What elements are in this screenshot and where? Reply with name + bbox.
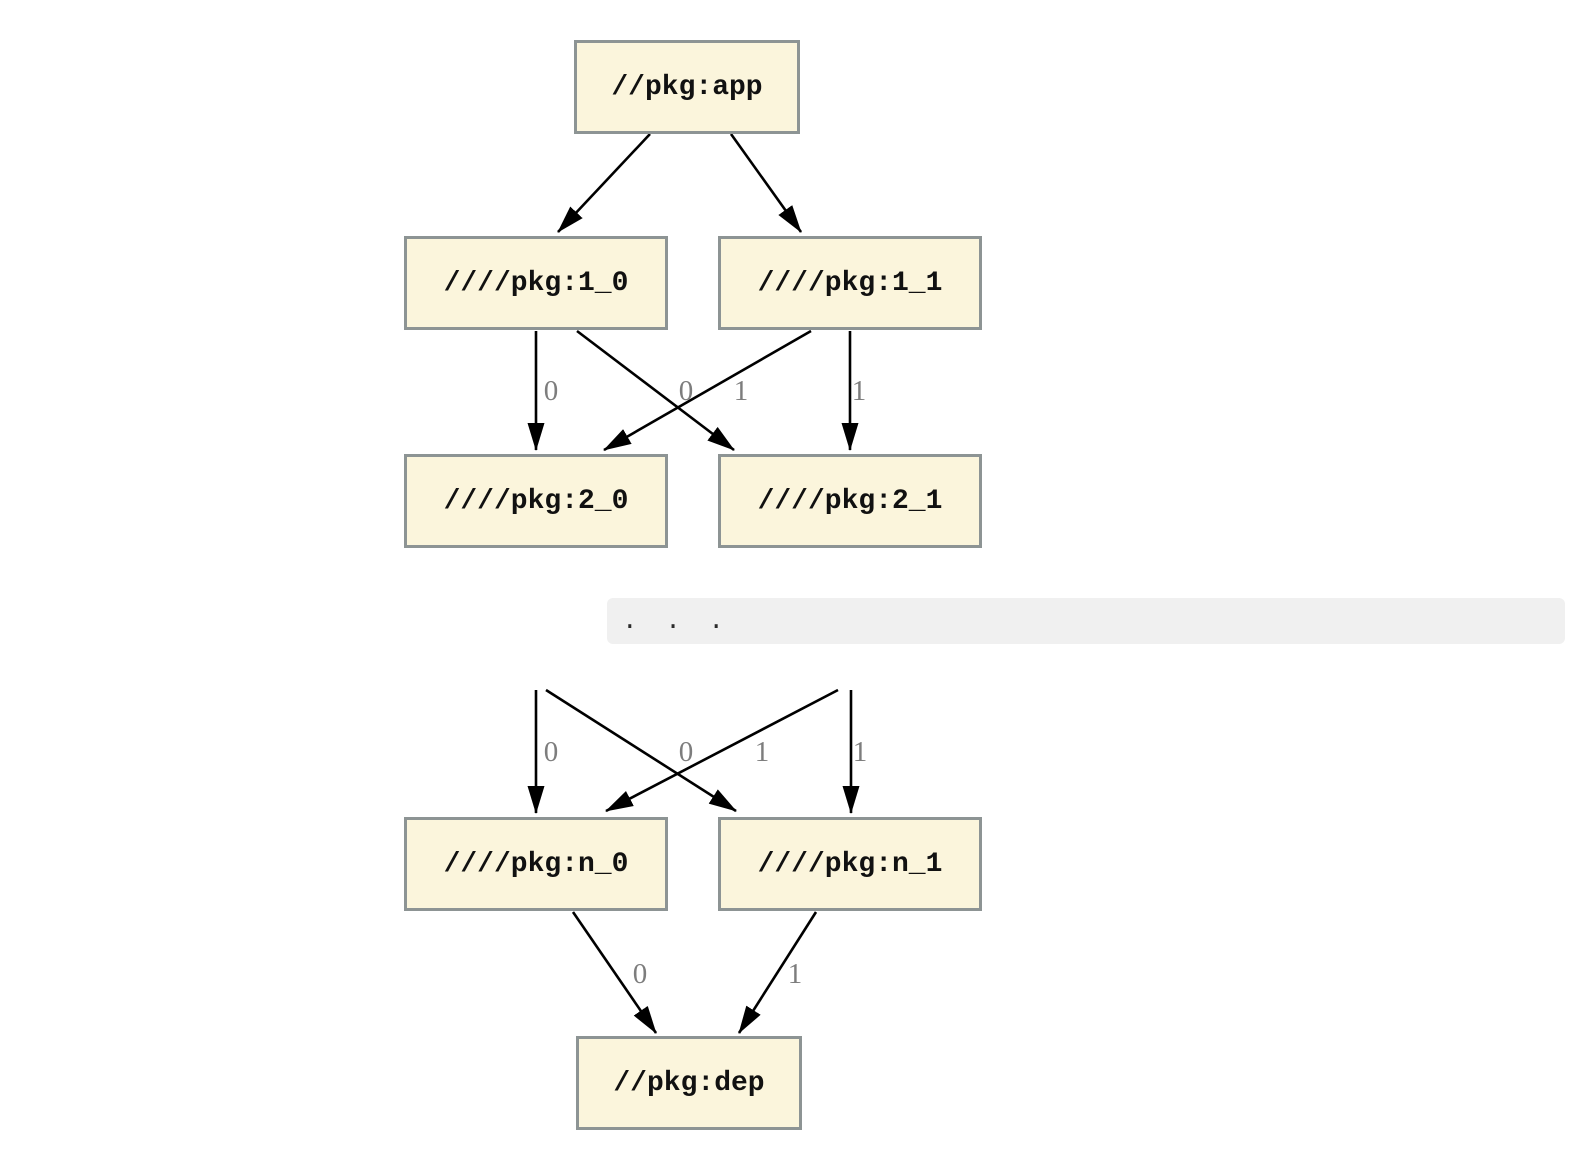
edge-label: 1 — [852, 375, 867, 407]
edge-n_0-to-dep — [571, 911, 658, 1034]
edge-label: 0 — [679, 375, 694, 407]
edge-label: 1 — [755, 736, 770, 768]
edge-app-to-1_0 — [557, 133, 651, 233]
edge-prev-to-n_0-cross — [605, 688, 839, 813]
node-pkg-1_0: ////pkg:1_0 — [404, 236, 668, 330]
ellipsis-code-block: . . . — [607, 598, 1565, 644]
edge-label: 0 — [633, 958, 648, 990]
edge-1_1-to-2_0 — [603, 329, 812, 452]
node-pkg-2_0: ////pkg:2_0 — [404, 454, 668, 548]
edge-label: 1 — [734, 375, 749, 407]
edge-label: 1 — [788, 958, 803, 990]
edge-1_0-to-2_1 — [576, 329, 735, 452]
edge-prev-to-n_1-cross — [545, 688, 737, 813]
edge-label: 0 — [544, 375, 559, 407]
node-pkg-2_1: ////pkg:2_1 — [718, 454, 982, 548]
edge-app-to-1_1 — [729, 133, 803, 233]
node-pkg-app: //pkg:app — [574, 40, 800, 134]
node-pkg-n_1: ////pkg:n_1 — [718, 817, 982, 911]
node-pkg-1_1: ////pkg:1_1 — [718, 236, 982, 330]
edge-label: 1 — [853, 736, 868, 768]
edge-label: 0 — [544, 736, 559, 768]
node-pkg-n_0: ////pkg:n_0 — [404, 817, 668, 911]
node-pkg-dep: //pkg:dep — [576, 1036, 802, 1130]
edge-label: 0 — [679, 736, 694, 768]
edge-n_1-to-dep — [737, 911, 818, 1034]
